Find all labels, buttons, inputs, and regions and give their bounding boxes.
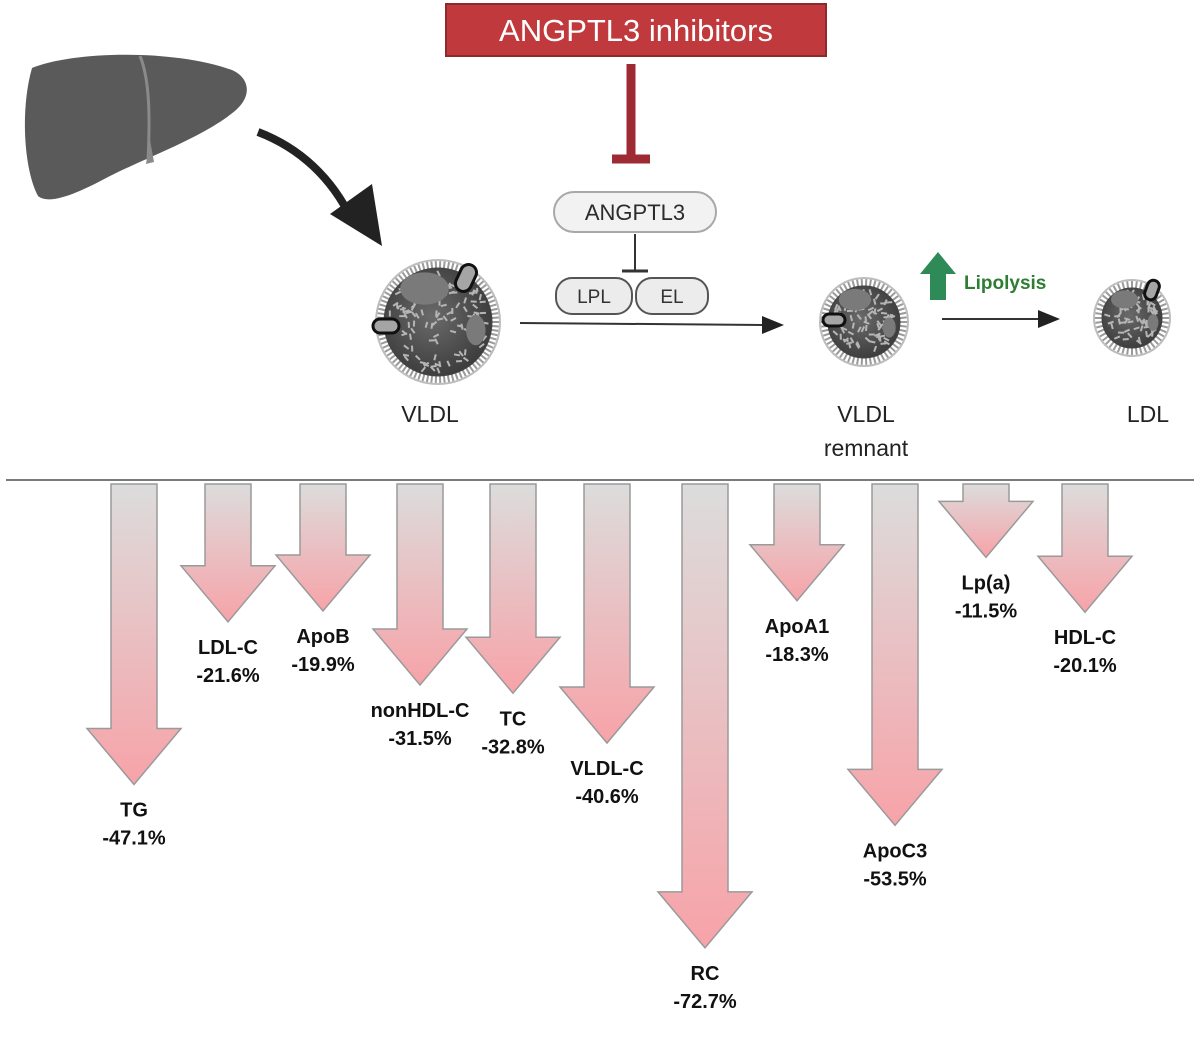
vldl-remnant-label-line2: remnant — [824, 435, 909, 461]
vldl-particle-icon — [371, 259, 501, 385]
el-node: EL — [635, 277, 709, 315]
inhibitor-title: ANGPTL3 inhibitors — [499, 13, 773, 48]
marker-name-ldl-c: LDL-C — [198, 637, 258, 659]
reduction-arrow-rc — [656, 483, 754, 949]
reduction-arrow-apoa1 — [748, 483, 846, 602]
lpl-pill — [555, 277, 633, 315]
el-pill — [635, 277, 709, 315]
marker-value-hdl-c: -20.1% — [1053, 655, 1117, 677]
vldl-label: VLDL — [401, 401, 459, 427]
marker-name-hdl-c: HDL-C — [1054, 627, 1116, 649]
ldl-label: LDL — [1127, 401, 1169, 427]
marker-value-lp-a: -11.5% — [955, 600, 1017, 622]
reduction-arrow-tg — [85, 483, 183, 786]
lpl-label: LPL — [577, 287, 611, 308]
reduction-chart: TG -47.1% LDL-C -21.6% ApoB -19.9% nonHDL-C -31… — [85, 483, 1134, 1013]
marker-name-tg: TG — [120, 799, 148, 821]
reduction-arrow-vldl-c — [558, 483, 656, 745]
angptl3-node: ANGPTL3 — [553, 191, 717, 233]
title-box-background — [445, 3, 827, 57]
reduction-arrow-apoc3 — [846, 483, 944, 827]
angptl3-pill — [553, 191, 717, 233]
marker-name-apoa1: ApoA1 — [765, 616, 829, 638]
marker-name-apob: ApoB — [296, 626, 349, 648]
reduction-arrow-ldl-c — [179, 483, 277, 623]
angptl3-inhibits-enzymes — [622, 234, 648, 273]
marker-value-rc: -72.7% — [673, 991, 737, 1013]
marker-name-apoc3: ApoC3 — [863, 840, 927, 862]
conversion-arrow-remnant-ldl — [942, 310, 1060, 328]
liver-icon — [24, 54, 247, 200]
marker-name-nonhdl-c: nonHDL-C — [371, 700, 470, 722]
inhibition-marker — [612, 64, 650, 164]
conversion-arrow-vldl-remnant — [519, 316, 784, 334]
marker-name-tc: TC — [500, 708, 527, 730]
reduction-arrow-hdl-c — [1036, 483, 1134, 614]
lpl-node: LPL — [555, 277, 633, 315]
marker-value-tg: -47.1% — [102, 827, 166, 849]
lipolysis-label: Lipolysis — [964, 273, 1046, 294]
marker-name-rc: RC — [691, 963, 720, 985]
marker-value-tc: -32.8% — [481, 736, 545, 758]
marker-value-apoc3: -53.5% — [863, 868, 927, 890]
el-label: EL — [660, 287, 683, 308]
reduction-arrow-apob — [274, 483, 372, 613]
marker-value-ldl-c: -21.6% — [196, 665, 260, 687]
lipolysis-indicator: Lipolysis — [920, 252, 1046, 300]
angptl3-label: ANGPTL3 — [585, 200, 685, 225]
marker-name-lp-a: Lp(a) — [962, 572, 1011, 594]
inhibitor-title-box: ANGPTL3 inhibitors — [445, 3, 827, 57]
reduction-arrow-lp-a — [937, 483, 1035, 559]
marker-value-apob: -19.9% — [291, 654, 355, 676]
vldl-remnant-particle-icon — [819, 277, 909, 367]
reduction-arrow-nonhdl-c — [371, 483, 469, 687]
marker-value-nonhdl-c: -31.5% — [388, 728, 452, 750]
marker-value-vldl-c: -40.6% — [575, 786, 639, 808]
vldl-remnant-label-line1: VLDL — [837, 401, 895, 427]
ldl-particle-icon — [1093, 278, 1171, 357]
marker-value-apoa1: -18.3% — [765, 644, 829, 666]
secretion-arrow — [256, 128, 382, 246]
marker-name-vldl-c: VLDL-C — [570, 758, 643, 780]
reduction-arrow-tc — [464, 483, 562, 695]
up-arrow-icon — [920, 252, 956, 300]
